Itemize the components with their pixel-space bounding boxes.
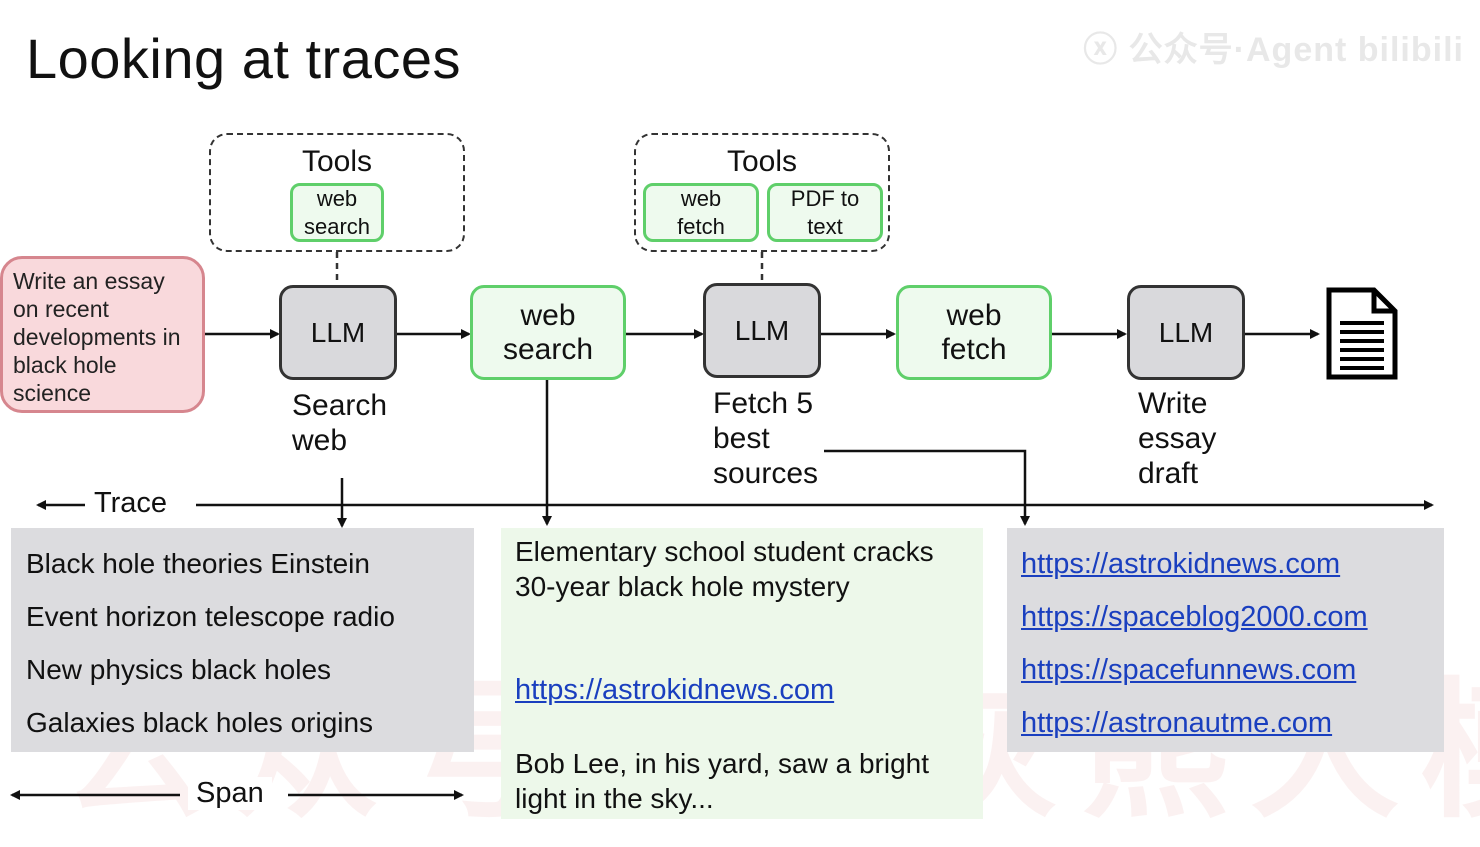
query-item: New physics black holes [26,654,332,685]
llm-node-fetch: LLM [703,283,821,378]
source-link[interactable]: https://astrokidnews.com [1021,548,1341,580]
watermark-top: ⓧ 公众号·Agent bilibili [1083,31,1464,69]
tools-group-search: Tools [209,133,465,252]
query-item: Black hole theories Einstein [26,548,370,579]
query-item: Galaxies black holes origins [26,707,374,738]
tools-label: Tools [726,145,798,178]
llm-label: LLM [310,316,366,348]
sources-panel: https://astrokidnews.com https://spacebl… [1007,528,1444,752]
tools-label: Tools [301,145,373,178]
caption-search-web: Search web [292,389,388,457]
tool-node-web-fetch: web fetch [896,285,1052,380]
trace-label: Trace [86,487,176,520]
document-icon [1326,287,1398,380]
caption-fetch-sources: Fetch 5 best sources [713,387,819,490]
search-result-panel: Elementary school student cracks 30-year… [501,528,983,819]
llm-node-search: LLM [279,285,397,380]
connector-lines [10,252,1434,800]
span-label: Span [188,777,272,810]
result-snippet: Bob Lee, in his yard, saw a bright light… [515,748,930,814]
slide-title: Looking at traces [26,27,461,90]
drop-arrow-sources [824,449,1030,526]
tool-chip-web-search: web search [290,183,384,242]
llm-label: LLM [734,314,790,346]
result-link[interactable]: https://astrokidnews.com [515,674,835,706]
llm-node-write: LLM [1127,285,1245,380]
llm-label: LLM [1158,316,1214,348]
source-link[interactable]: https://astronautme.com [1021,707,1333,739]
search-queries-panel: Black hole theories Einstein Event horiz… [11,528,474,752]
caption-write-essay: Write essay draft [1138,387,1217,490]
tool-chip-web-fetch: web fetch [643,183,759,242]
prompt-box: Write an essay on recent developments in… [0,256,205,413]
result-headline: Elementary school student cracks 30-year… [515,536,934,602]
source-link[interactable]: https://spaceblog2000.com [1021,601,1368,633]
tool-node-web-search: web search [470,285,626,380]
tool-chip-pdf-to-text: PDF to text [767,183,883,242]
query-item: Event horizon telescope radio [26,601,395,632]
source-link[interactable]: https://spacefunnews.com [1021,654,1357,686]
